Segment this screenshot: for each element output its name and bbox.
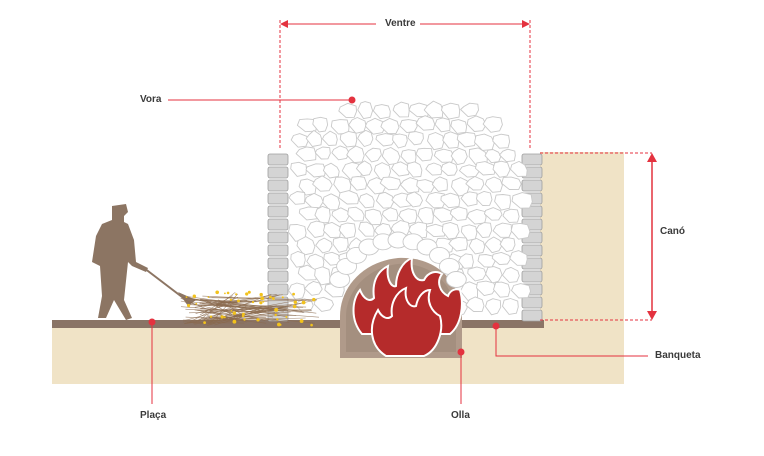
label-ventre: Ventre [385, 18, 416, 30]
label-vora: Vora [140, 94, 162, 106]
person-with-rake-icon [92, 204, 196, 320]
label-banqueta: Banqueta [655, 350, 701, 362]
label-placa: Plaça [140, 410, 166, 422]
label-cano: Canó [660, 226, 685, 238]
label-olla: Olla [451, 410, 470, 422]
